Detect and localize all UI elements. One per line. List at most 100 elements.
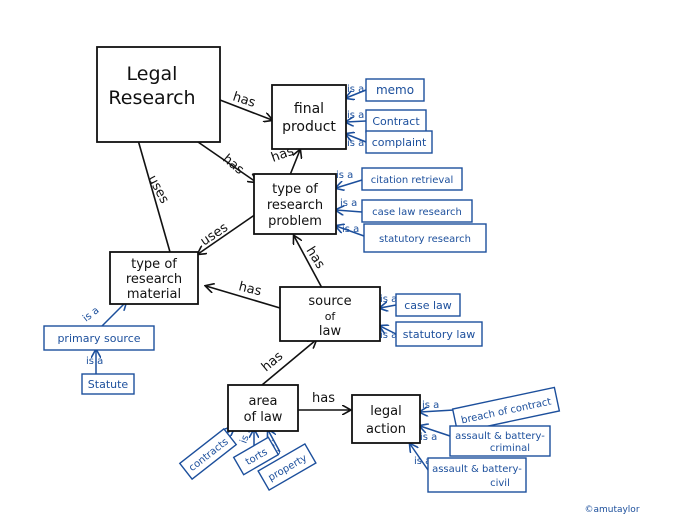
leaf-assault-civil-line1: assault & battery- xyxy=(432,464,522,475)
leaf-memo: memo xyxy=(376,83,414,97)
action-line1: legal xyxy=(370,404,401,419)
box-area-of-law xyxy=(227,384,299,432)
material-line3: material xyxy=(127,287,181,302)
edge-breach xyxy=(420,410,455,412)
label-has: has xyxy=(259,349,286,375)
box-memo xyxy=(365,78,425,102)
edge-problem-uses-material xyxy=(198,213,257,254)
author-credit: ©amutaylor xyxy=(584,505,639,515)
problem-line2: research xyxy=(267,198,323,213)
label-is-a: is a xyxy=(340,198,357,209)
box-citation-retrieval xyxy=(361,167,463,191)
label-is-a: is a xyxy=(347,138,364,149)
leaf-boxes xyxy=(43,78,561,493)
area-line1: area xyxy=(249,394,278,409)
leaf-statute: Statute xyxy=(88,378,129,391)
final-product-line1: final xyxy=(294,101,324,117)
box-assault-civil xyxy=(427,457,527,493)
action-line2: action xyxy=(366,422,406,437)
edge-research-uses-material xyxy=(137,139,171,253)
box-legal-research xyxy=(96,46,221,143)
edge-research-has-problem xyxy=(197,141,256,182)
label-has: has xyxy=(231,90,258,111)
label-is-a: is a xyxy=(380,294,397,305)
box-statutory-law xyxy=(395,321,483,347)
box-contracts xyxy=(178,427,238,481)
label-has: has xyxy=(312,391,335,406)
box-assault-criminal xyxy=(449,425,551,457)
box-research-problem xyxy=(253,173,337,235)
edge-research-has-final xyxy=(219,99,272,120)
edge-civil xyxy=(410,444,429,471)
edge-caselawresearch xyxy=(336,210,363,212)
edge-area-has-source xyxy=(261,340,316,386)
edge-statutorylaw xyxy=(380,326,397,335)
source-line2: of xyxy=(325,310,337,323)
leaf-case-law-research: case law research xyxy=(372,207,462,218)
edge-source-has-material xyxy=(206,286,281,309)
leaf-statutory-research: statutory research xyxy=(379,234,471,245)
label-has: has xyxy=(219,152,246,178)
edge-contract xyxy=(346,121,367,122)
source-line3: law xyxy=(319,324,342,339)
label-is-a: is a xyxy=(336,170,353,181)
label-has: has xyxy=(237,279,263,299)
material-line1: type of xyxy=(131,257,177,272)
final-product-line2: product xyxy=(282,119,336,135)
edge-memo xyxy=(346,89,367,98)
leaf-citation-retrieval: citation retrieval xyxy=(371,175,454,186)
box-case-law-research xyxy=(361,199,473,223)
label-is-a: is a xyxy=(347,110,364,121)
legal-research-line2: Research xyxy=(108,87,195,109)
leaf-contract: Contract xyxy=(372,115,420,128)
edge-source-has-problem xyxy=(294,236,323,289)
black-edges xyxy=(137,99,350,410)
edge-citation xyxy=(336,179,363,188)
box-case-law xyxy=(395,293,461,317)
label-is-a: is a xyxy=(414,456,431,467)
edge-caselaw xyxy=(380,305,397,308)
box-legal-action xyxy=(351,394,421,444)
box-complaint xyxy=(365,130,433,154)
label-has: has xyxy=(303,244,328,272)
leaf-assault-criminal-line1: assault & battery- xyxy=(455,431,545,442)
label-uses: uses xyxy=(144,173,171,207)
box-primary-source xyxy=(43,325,155,351)
box-statute xyxy=(81,373,135,395)
concept-boxes xyxy=(96,46,421,444)
concept-labels: Legal Research final product type of res… xyxy=(108,63,406,437)
edge-complaint xyxy=(346,134,367,143)
edge-criminal xyxy=(420,426,451,437)
box-source-of-law xyxy=(279,286,381,342)
box-research-material xyxy=(109,251,199,305)
label-is-a: is a xyxy=(380,330,397,341)
label-is-a: is a xyxy=(347,84,364,95)
problem-line3: problem xyxy=(268,214,322,229)
leaf-primary-source: primary source xyxy=(57,332,140,345)
box-final-product xyxy=(271,84,347,150)
label-is-a: is a xyxy=(86,356,103,367)
leaf-assault-criminal-line2: criminal xyxy=(490,443,530,454)
leaf-case-law: case law xyxy=(404,299,452,312)
label-is-a: is a xyxy=(422,400,439,411)
edge-property xyxy=(268,430,281,453)
problem-line1: type of xyxy=(272,182,318,197)
label-is-a: is a xyxy=(81,305,101,324)
leaf-assault-civil-line2: civil xyxy=(490,478,510,489)
source-line1: source xyxy=(308,294,351,309)
box-torts xyxy=(232,436,280,476)
box-statutory-research xyxy=(363,223,487,253)
leaf-statutory-law: statutory law xyxy=(403,328,475,341)
edge-primary xyxy=(99,302,126,329)
box-property xyxy=(257,443,317,491)
label-is-a: is a xyxy=(342,224,359,235)
leaf-complaint: complaint xyxy=(372,136,427,149)
label-is-a: is a xyxy=(420,432,437,443)
area-line2: of law xyxy=(244,410,283,425)
box-breach-of-contract xyxy=(451,386,561,434)
material-line2: research xyxy=(126,272,182,287)
legal-research-line1: Legal xyxy=(127,63,178,85)
edge-statutoryresearch xyxy=(336,226,365,237)
